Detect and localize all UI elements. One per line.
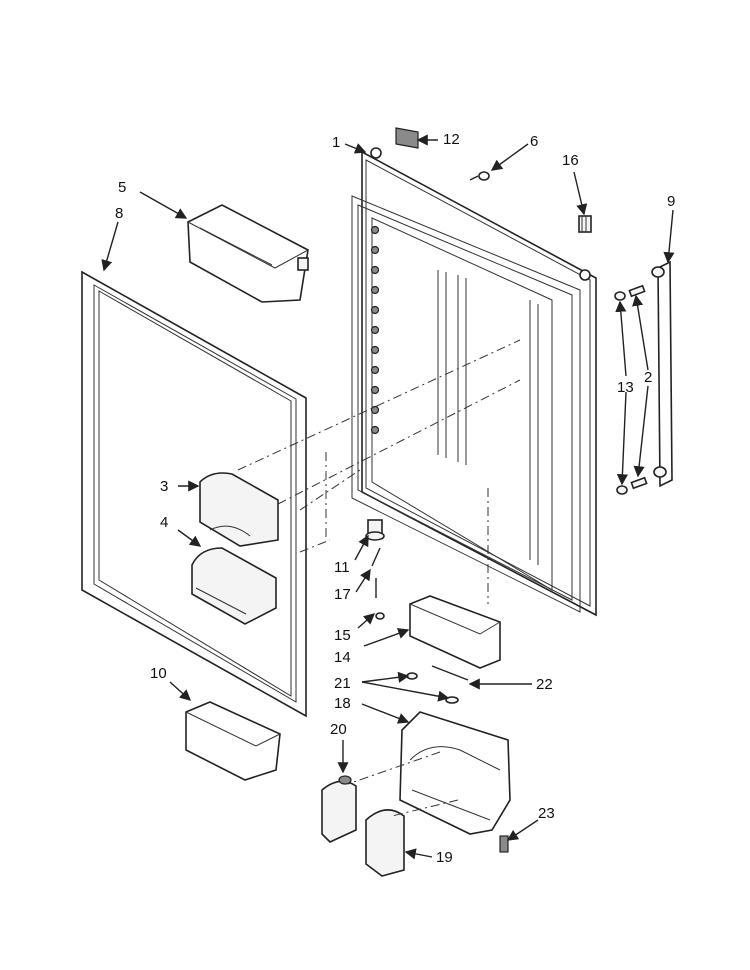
- part-2-handle-screws: [628, 284, 648, 490]
- part-21-brackets: [406, 672, 459, 704]
- part-14-bin: [409, 595, 501, 669]
- callout-20: 20: [330, 721, 347, 738]
- part-18-housing: [399, 711, 511, 835]
- callout-9: 9: [667, 193, 675, 210]
- alignment-lines: [237, 339, 521, 817]
- part-1-door-liner: [351, 147, 597, 617]
- part-17-cam-screw: [371, 547, 381, 567]
- callout-3: 3: [160, 478, 168, 495]
- callout-5: 5: [118, 179, 126, 196]
- callout-6: 6: [530, 133, 538, 150]
- part-16-plug: [578, 215, 592, 233]
- callout-15: 15: [334, 627, 351, 644]
- part-11-cam: [365, 519, 385, 541]
- callout-8: 8: [115, 205, 123, 222]
- part-12-label: [395, 127, 419, 149]
- part-19-cover: [365, 809, 405, 877]
- part-20-cover: [321, 775, 357, 843]
- part-5-door-bin: [187, 204, 309, 303]
- leader-lines: [101, 134, 675, 860]
- callout-18: 18: [334, 695, 351, 712]
- callout-21: 21: [334, 675, 351, 692]
- callout-23: 23: [538, 805, 555, 822]
- part-9-handle: [651, 260, 673, 488]
- part-15-screw: [375, 578, 385, 620]
- part-6-screw: [469, 171, 490, 181]
- part-23-clip: [499, 835, 509, 853]
- callout-22: 22: [536, 676, 553, 693]
- callout-14: 14: [334, 649, 351, 666]
- part-13-spacers: [614, 291, 628, 495]
- part-10-door-bin-bottom: [185, 701, 281, 781]
- callout-16: 16: [562, 152, 579, 169]
- part-8-door-gasket: [81, 270, 307, 718]
- callout-1: 1: [332, 134, 340, 151]
- part-3-dairy-door: [199, 472, 279, 547]
- part-22-pin: [431, 665, 469, 681]
- callout-19: 19: [436, 849, 453, 866]
- callout-17: 17: [334, 586, 351, 603]
- callout-12: 12: [443, 131, 460, 148]
- callout-labels: 1 12 6 16 9 5 8 3 4 10 11 17 15 14 21 22…: [115, 131, 675, 866]
- callout-13: 13: [617, 379, 634, 396]
- callout-4: 4: [160, 514, 168, 531]
- callout-2: 2: [644, 369, 652, 386]
- callout-11: 11: [334, 559, 350, 576]
- callout-10: 10: [150, 665, 167, 682]
- part-4-dairy-bin: [191, 547, 277, 625]
